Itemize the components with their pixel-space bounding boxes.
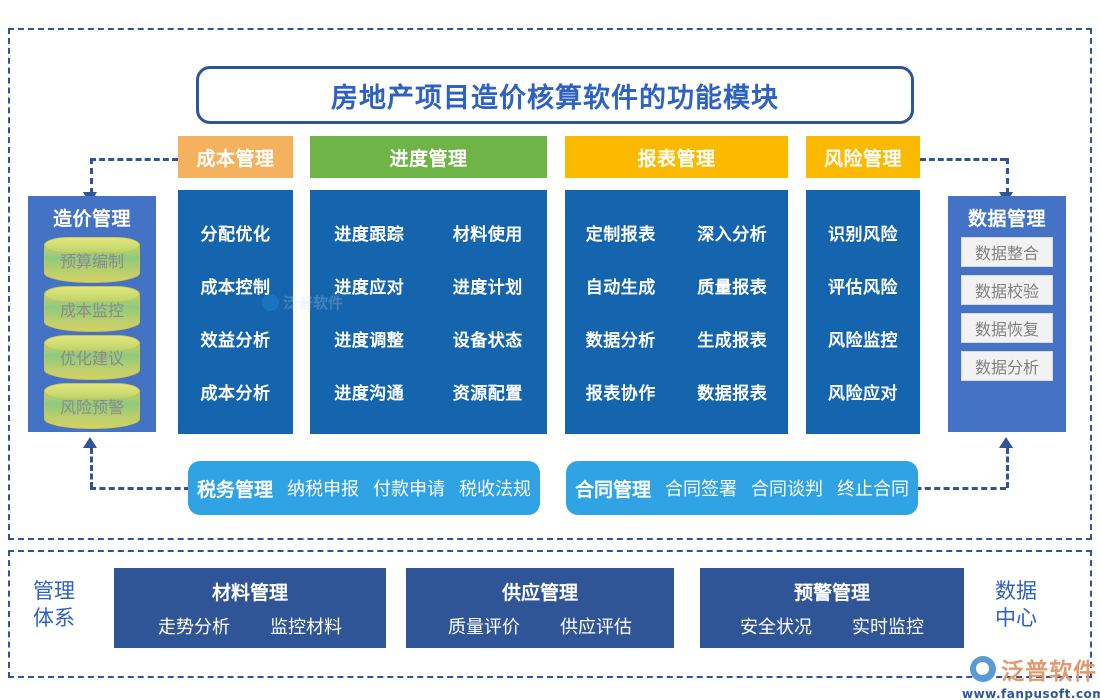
tax-management-item[interactable]: 付款申请 (373, 479, 446, 500)
alert-management-item[interactable]: 安全状况 (740, 616, 812, 638)
company-logo-icon (970, 656, 997, 682)
column-item[interactable]: 定制报表 (585, 225, 656, 245)
progress-management-column[interactable]: 进度跟踪 材料使用 进度应对 进度计划 进度调整 设备状态 进度沟通 资源配置 (310, 190, 547, 434)
cost-management-column[interactable]: 分配优化 成本控制 效益分析 成本分析 (178, 190, 293, 434)
column-item[interactable]: 风险应对 (828, 384, 898, 404)
material-management-title: 材料管理 (211, 581, 288, 604)
cylinder-item-label: 预算编制 (59, 251, 124, 271)
column-item[interactable]: 设备状态 (452, 331, 523, 351)
company-logo: 泛普软件 www.fanpusoft.com (962, 652, 1100, 700)
column-item[interactable]: 资源配置 (452, 384, 523, 404)
column-item[interactable]: 效益分析 (200, 331, 271, 351)
data-center-label: 数据 中心 (995, 579, 1037, 630)
column-item[interactable]: 评估风险 (828, 278, 898, 298)
company-logo-name: 泛普软件 (1001, 659, 1098, 685)
material-management-box[interactable]: 材料管理 走势分析 监控材料 (114, 568, 386, 648)
data-chip-item[interactable]: 数据校验 (961, 275, 1053, 305)
connector-contract-to-data-mgmt-v (1006, 448, 1009, 488)
contract-management-label: 合同管理 (575, 478, 652, 501)
tab-risk-management[interactable]: 风险管理 (806, 136, 920, 178)
tab-cost-management-label: 成本管理 (196, 147, 275, 170)
supply-management-box[interactable]: 供应管理 质量评价 供应评估 (406, 568, 674, 648)
supply-management-item[interactable]: 质量评价 (448, 616, 520, 638)
tax-management-item[interactable]: 税收法规 (459, 479, 532, 500)
tab-report-management[interactable]: 报表管理 (565, 136, 788, 178)
data-chip-label: 数据恢复 (974, 320, 1039, 339)
data-chip-label: 数据校验 (974, 282, 1039, 301)
supply-management-item[interactable]: 供应评估 (560, 616, 632, 638)
data-chip-item[interactable]: 数据分析 (961, 351, 1053, 381)
column-item[interactable]: 生成报表 (697, 331, 768, 351)
cylinder-item-label: 成本监控 (59, 300, 124, 320)
column-item[interactable]: 分配优化 (200, 225, 271, 245)
top-section-frame (8, 28, 1092, 540)
data-chip-label: 数据分析 (974, 358, 1039, 377)
tab-progress-management[interactable]: 进度管理 (310, 136, 547, 178)
tab-report-management-label: 报表管理 (637, 147, 716, 170)
tab-progress-management-label: 进度管理 (389, 147, 468, 170)
material-management-item[interactable]: 监控材料 (270, 616, 342, 638)
column-item[interactable]: 数据分析 (585, 331, 656, 351)
alert-management-title: 预警管理 (793, 581, 870, 604)
column-item[interactable]: 进度计划 (452, 278, 523, 298)
management-system-label: 管理 体系 (33, 579, 75, 630)
supply-management-title: 供应管理 (501, 581, 578, 604)
cylinder-item[interactable]: 风险预警 (44, 383, 140, 429)
arrow-up-into-right-panel (999, 437, 1013, 448)
cost-management-panel-title: 造价管理 (52, 208, 131, 230)
page-title-text: 房地产项目造价核算软件的功能模块 (331, 82, 779, 114)
data-chip-label: 数据整合 (974, 244, 1039, 263)
column-item[interactable]: 进度沟通 (334, 384, 405, 404)
cost-management-panel[interactable]: 造价管理 预算编制 成本监控 优化建议 风险预警 (28, 196, 156, 432)
column-item[interactable]: 数据报表 (697, 384, 768, 404)
column-item[interactable]: 进度调整 (334, 331, 405, 351)
column-item[interactable]: 进度跟踪 (334, 225, 405, 245)
data-chip-item[interactable]: 数据恢复 (961, 313, 1053, 343)
contract-management-item[interactable]: 终止合同 (837, 479, 910, 500)
column-item[interactable]: 风险监控 (828, 331, 898, 351)
cylinder-item-label: 优化建议 (59, 349, 124, 369)
column-item[interactable]: 深入分析 (697, 225, 768, 245)
connector-risk-to-data-mgmt-v (1006, 158, 1009, 194)
connector-tax-to-cost-mgmt-v (90, 448, 93, 488)
connector-risk-to-data-mgmt-h (920, 158, 1006, 161)
company-logo-url: www.fanpusoft.com (962, 687, 1100, 700)
connector-cost-to-cost-mgmt-h (90, 158, 178, 161)
contract-management-item[interactable]: 合同谈判 (751, 479, 824, 500)
column-item[interactable]: 进度应对 (334, 278, 405, 298)
data-management-panel-title: 数据管理 (967, 208, 1046, 230)
cylinder-item[interactable]: 优化建议 (44, 334, 140, 381)
tax-management-bar[interactable]: 税务管理 纳税申报 付款申请 税收法规 (188, 461, 540, 515)
column-item[interactable]: 质量报表 (697, 278, 768, 298)
data-chip-item[interactable]: 数据整合 (961, 237, 1053, 267)
alert-management-item[interactable]: 实时监控 (852, 616, 924, 638)
column-item[interactable]: 材料使用 (452, 225, 523, 245)
risk-management-column[interactable]: 识别风险 评估风险 风险监控 风险应对 (806, 190, 920, 434)
arrow-up-into-left-panel (83, 437, 97, 448)
column-item[interactable]: 成本分析 (200, 384, 271, 404)
tab-cost-management[interactable]: 成本管理 (178, 136, 293, 178)
data-management-panel[interactable]: 数据管理 数据整合 数据校验 数据恢复 数据分析 (948, 196, 1066, 432)
cylinder-item[interactable]: 预算编制 (44, 237, 140, 283)
contract-management-bar[interactable]: 合同管理 合同签署 合同谈判 终止合同 (566, 461, 918, 515)
column-item[interactable]: 自动生成 (585, 278, 656, 298)
contract-management-item[interactable]: 合同签署 (665, 479, 738, 500)
tab-risk-management-label: 风险管理 (823, 147, 902, 170)
column-item[interactable]: 识别风险 (828, 225, 898, 245)
cylinder-item[interactable]: 成本监控 (44, 285, 140, 332)
tax-management-item[interactable]: 纳税申报 (287, 479, 360, 500)
report-management-column[interactable]: 定制报表 深入分析 自动生成 质量报表 数据分析 生成报表 报表协作 数据报表 (565, 190, 788, 434)
tax-management-label: 税务管理 (197, 478, 274, 501)
page-title: 房地产项目造价核算软件的功能模块 (196, 66, 914, 124)
cylinder-item-label: 风险预警 (59, 398, 124, 418)
connector-tax-to-cost-mgmt-h (90, 487, 190, 490)
material-management-item[interactable]: 走势分析 (158, 616, 230, 638)
connector-contract-to-data-mgmt-h (906, 487, 1006, 490)
connector-cost-to-cost-mgmt-v (90, 158, 93, 194)
bottom-section-frame (8, 550, 1092, 678)
column-item[interactable]: 成本控制 (200, 278, 271, 298)
column-item[interactable]: 报表协作 (585, 384, 656, 404)
alert-management-box[interactable]: 预警管理 安全状况 实时监控 (700, 568, 964, 648)
